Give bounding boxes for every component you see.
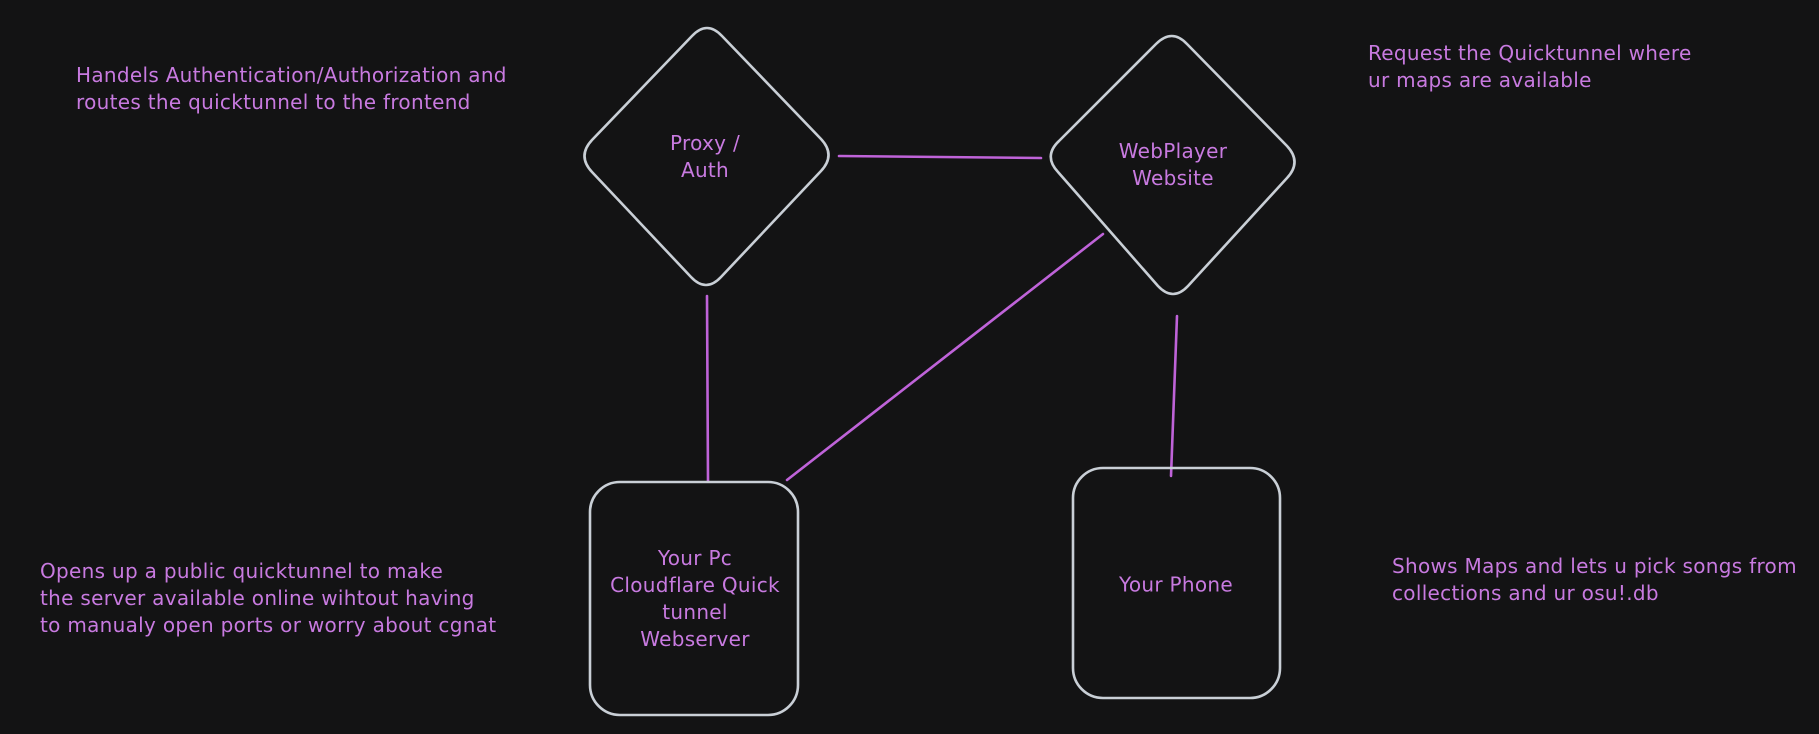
- note-line: Shows Maps and lets u pick songs from: [1392, 554, 1797, 578]
- phone-label: Your Phone: [1119, 572, 1233, 599]
- proxy-auth-label-line: Proxy /: [670, 131, 740, 155]
- pc-webserver-label-line: Cloudflare Quick: [610, 573, 780, 597]
- pc-webserver-box[interactable]: [588, 480, 800, 717]
- note-line: Opens up a public quicktunnel to make: [40, 559, 444, 583]
- note-phone-description[interactable]: Shows Maps and lets u pick songs from co…: [1392, 553, 1797, 607]
- connector-proxy-pc-webserver[interactable]: [705, 294, 710, 483]
- webplayer-label-line: Website: [1132, 166, 1214, 190]
- note-quicktunnel-description[interactable]: Opens up a public quicktunnel to make th…: [40, 558, 496, 639]
- proxy-auth-label: Proxy / Auth: [670, 130, 740, 184]
- note-line: Request the Quicktunnel where: [1368, 41, 1692, 65]
- proxy-auth-label-line: Auth: [680, 158, 730, 182]
- proxy-auth-diamond[interactable]: [583, 26, 830, 287]
- note-line: Handels Authentication/Authorization and: [76, 63, 507, 87]
- note-line: collections and ur osu!.db: [1392, 581, 1659, 605]
- pc-webserver-label: Your Pc Cloudflare Quick tunnel Webserve…: [610, 545, 780, 653]
- webplayer-label: WebPlayer Website: [1119, 138, 1228, 192]
- connector-webplayer-phone[interactable]: [1169, 314, 1179, 478]
- pc-webserver-label-line: tunnel: [662, 600, 728, 624]
- webplayer-label-line: WebPlayer: [1118, 139, 1228, 163]
- note-line: routes the quicktunnel to the frontend: [76, 90, 471, 114]
- connector-proxy-webplayer[interactable]: [837, 154, 1043, 160]
- connector-webplayer-pc-webserver[interactable]: [785, 232, 1105, 482]
- pc-webserver-label-line: Your Pc: [657, 546, 733, 570]
- phone-box[interactable]: [1071, 466, 1282, 700]
- phone-label-line: Your Phone: [1118, 572, 1234, 597]
- note-line: to manualy open ports or worry about cgn…: [40, 613, 497, 637]
- note-line: the server available online wihtout havi…: [40, 586, 475, 610]
- pc-webserver-label-line: Webserver: [640, 627, 750, 651]
- note-webplayer-request[interactable]: Request the Quicktunnel where ur maps ar…: [1368, 40, 1692, 94]
- note-line: ur maps are available: [1368, 68, 1592, 92]
- note-proxy-description[interactable]: Handels Authentication/Authorization and…: [76, 62, 507, 116]
- webplayer-diamond[interactable]: [1049, 34, 1296, 296]
